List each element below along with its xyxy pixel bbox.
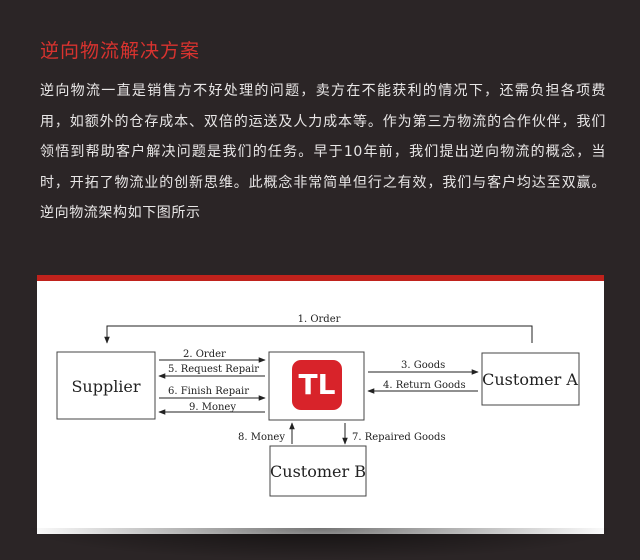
page-title: 逆向物流解决方案 (40, 40, 201, 62)
customer-b-label: Customer B (270, 462, 366, 481)
intro-paragraph: 逆向物流一直是销售方不好处理的问题，卖方在不能获利的情况下，还需负担各项费用，如… (40, 83, 606, 221)
edge-1-line (104, 325, 533, 344)
edge-4-label: 4. Return Goods (383, 380, 466, 391)
edge-9-label: 9. Money (189, 402, 236, 413)
logistics-diagram: Supplier TL Customer A Customer B 1. Ord… (56, 314, 580, 497)
customer-b-box (269, 445, 367, 497)
edge-3-label: 3. Goods (401, 360, 445, 371)
customer-a-label: Customer A (482, 370, 578, 389)
panel-shadow (20, 528, 620, 560)
edge-7-label: 7. Repaired Goods (352, 432, 446, 443)
tl-logo-text: TL (299, 368, 336, 401)
supplier-label: Supplier (71, 377, 140, 396)
tl-logo: TL (292, 360, 342, 410)
customer-a-box (481, 352, 580, 406)
edge-8-label: 8. Money (238, 432, 285, 443)
edge-6-label: 6. Finish Repair (168, 386, 249, 397)
diagram-panel: Supplier TL Customer A Customer B 1. Ord… (37, 275, 604, 534)
edge-5-label: 5. Request Repair (168, 364, 259, 375)
supplier-box (56, 351, 156, 420)
edge-2-label: 2. Order (183, 349, 226, 360)
edge-1-label: 1. Order (298, 314, 341, 325)
